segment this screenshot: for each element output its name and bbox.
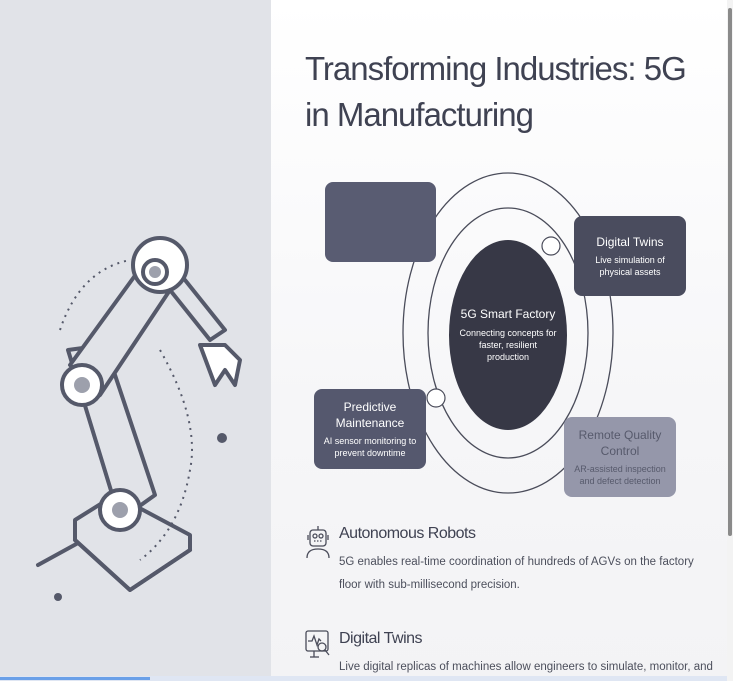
orbit-rings [402,172,614,494]
robot-icon [306,526,330,559]
page-title: Transforming Industries: 5G in Manufactu… [305,50,687,133]
horizontal-scrollbar-thumb[interactable] [0,677,150,680]
feature-title: Autonomous Robots [339,525,476,542]
feature-title: Digital Twins [339,630,423,647]
concept-diagram: 5G Smart Factory Connecting concepts for… [301,170,721,500]
concept-card-predictive-maintenance: Predictive Maintenance AI sensor monitor… [314,389,426,469]
card-title: Remote Quality Control [578,428,662,458]
content-panel: Transforming Industries: 5G in Manufactu… [271,0,727,681]
robot-arm-illustration [36,236,242,601]
monitor-analytics-icon [305,630,330,658]
card-title: Digital Twins [596,235,664,249]
feature-desc: Live digital replicas of machines allow … [339,661,713,673]
horizontal-scrollbar[interactable] [0,676,727,681]
feature-desc: 5G enables real-time coordination of hun… [339,556,694,591]
card-title: Predictive Maintenance [335,400,405,430]
hub-desc: Connecting concepts for faster, resilien… [459,328,557,362]
hub-title: 5G Smart Factory [460,307,556,321]
vertical-scrollbar-thumb[interactable] [728,8,732,536]
concept-card-digital-twins: Digital Twins Live simulation of physica… [574,216,686,296]
card-desc: Live simulation of physical assets [595,255,665,277]
card-desc: AR-assisted inspection and defect detect… [574,464,666,486]
center-hub: 5G Smart Factory Connecting concepts for… [449,240,567,430]
orbit-node [426,388,446,408]
card-desc: AI sensor monitoring to prevent downtime [323,436,417,458]
orbit-node [541,236,561,256]
concept-card-remote-quality: Remote Quality Control AR-assisted inspe… [564,417,676,497]
concept-card-blank [325,182,436,262]
illustration-panel [0,0,271,681]
